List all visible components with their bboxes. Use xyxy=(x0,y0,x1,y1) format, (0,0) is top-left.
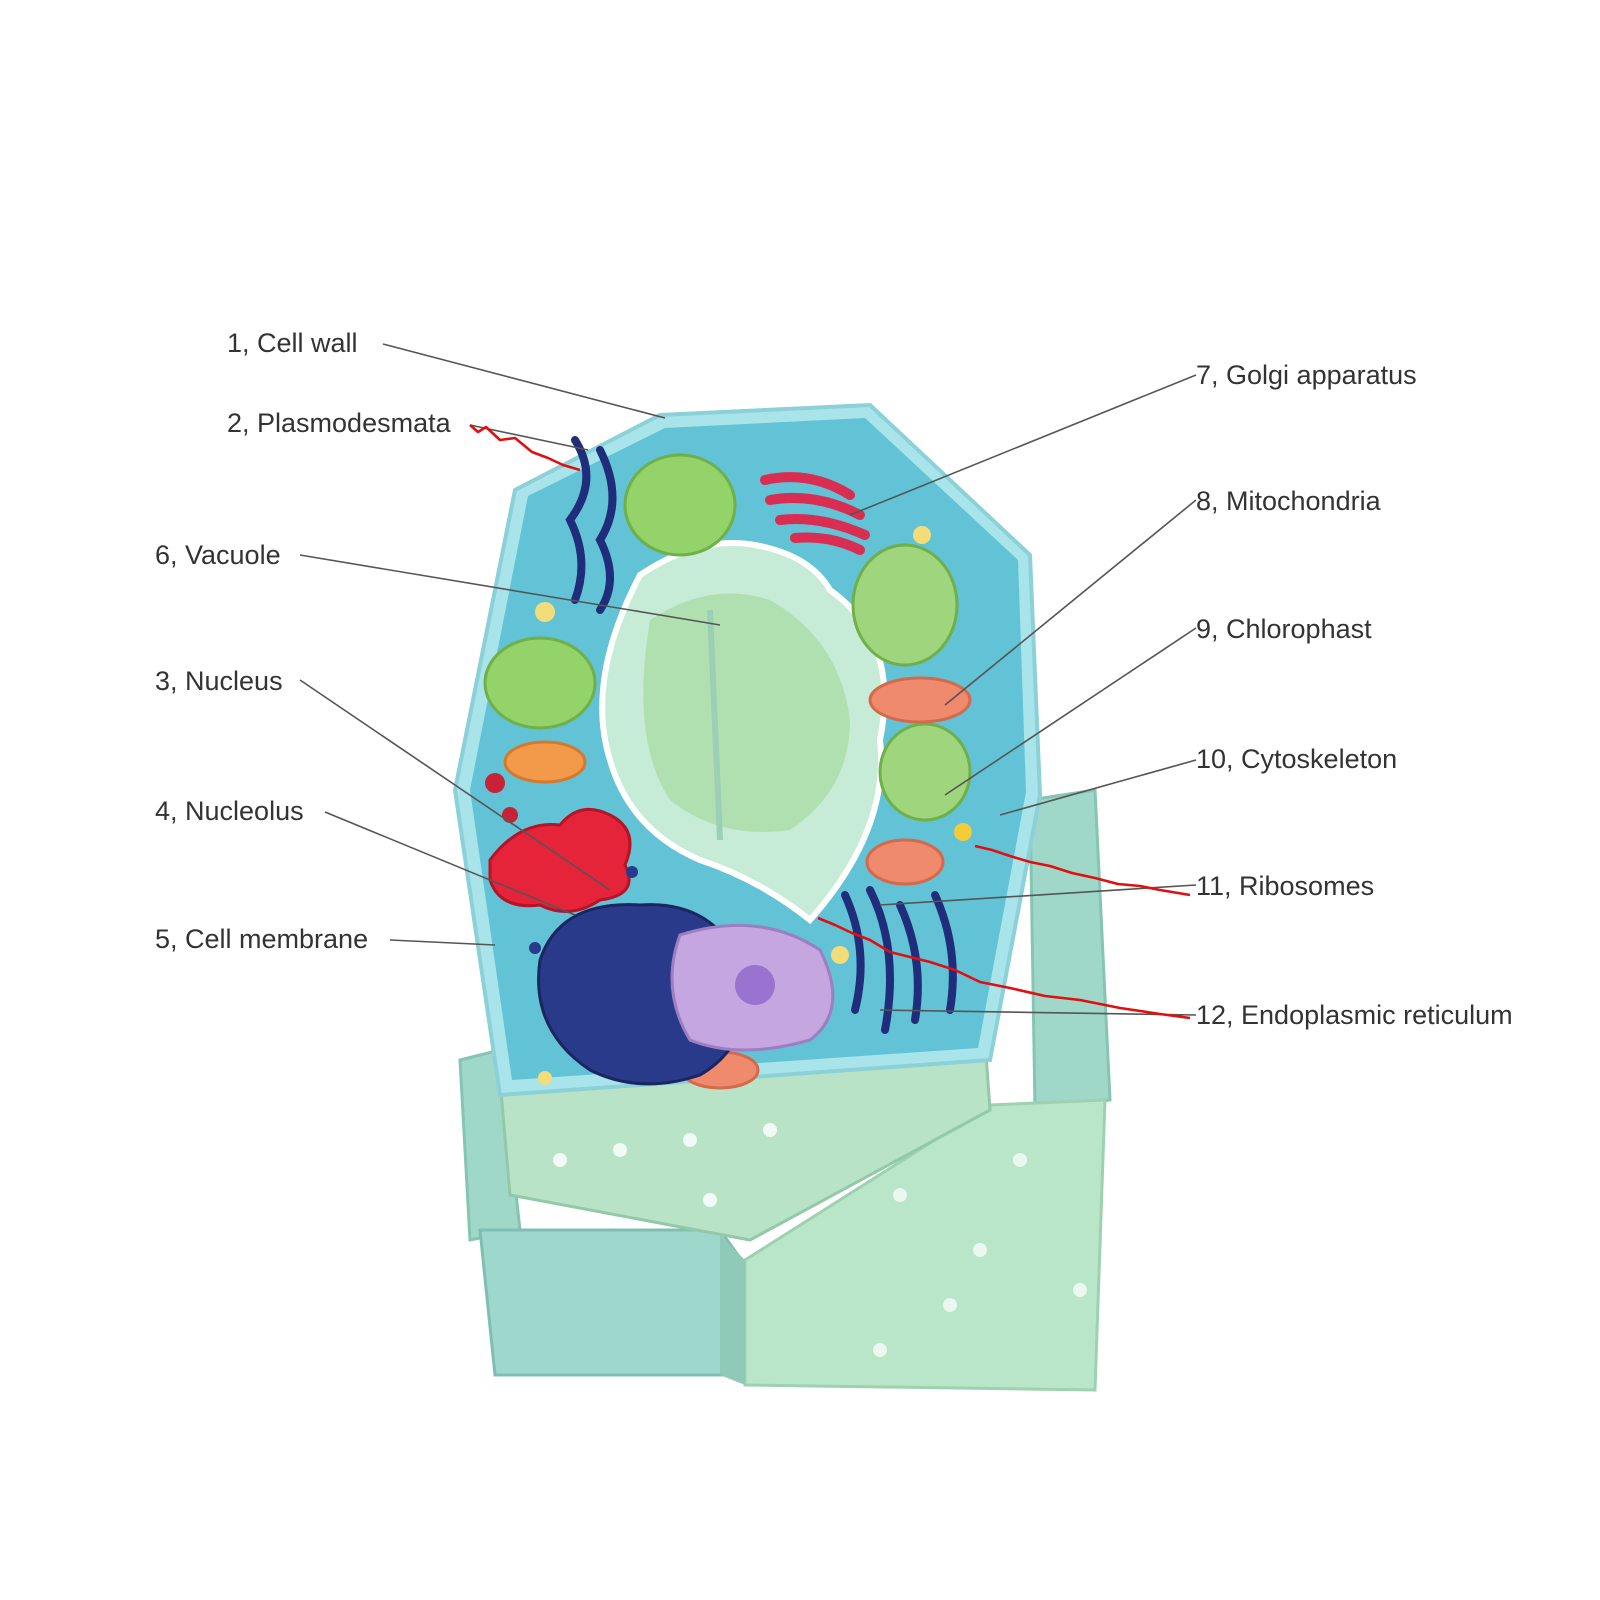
nucleolus xyxy=(485,773,632,913)
label-mitochondria: 8, Mitochondria xyxy=(1196,486,1381,516)
label-vacuole: 6, Vacuole xyxy=(155,540,281,570)
label-plasmodesmata: 2, Plasmodesmata xyxy=(227,408,451,438)
label-cell-wall: 1, Cell wall xyxy=(227,328,358,358)
chloroplasts xyxy=(483,453,972,822)
label-golgi-apparatus: 7, Golgi apparatus xyxy=(1196,360,1417,390)
label-ribosomes: 11, Ribosomes xyxy=(1196,871,1375,901)
vacuole xyxy=(599,540,888,925)
label-cell-membrane: 5, Cell membrane xyxy=(155,924,369,954)
label-nucleolus: 4, Nucleolus xyxy=(155,796,304,826)
label-cytoskeleton: 10, Cytoskeleton xyxy=(1196,744,1398,774)
nucleus xyxy=(537,903,835,1086)
ribosomes xyxy=(529,526,972,1085)
label-nucleus: 3, Nucleus xyxy=(155,666,283,696)
neighbouring-cells xyxy=(458,788,1112,1392)
leader-lines xyxy=(299,343,1197,1016)
label-endoplasmic-reticulum: 12, Endoplasmic reticulum xyxy=(1196,1000,1513,1030)
golgi-apparatus xyxy=(760,472,870,555)
highlight-lines xyxy=(469,424,1191,1020)
endoplasmic-reticulum xyxy=(565,436,957,1034)
label-chloroplast: 9, Chlorophast xyxy=(1196,614,1372,644)
mitochondria xyxy=(503,676,972,1090)
